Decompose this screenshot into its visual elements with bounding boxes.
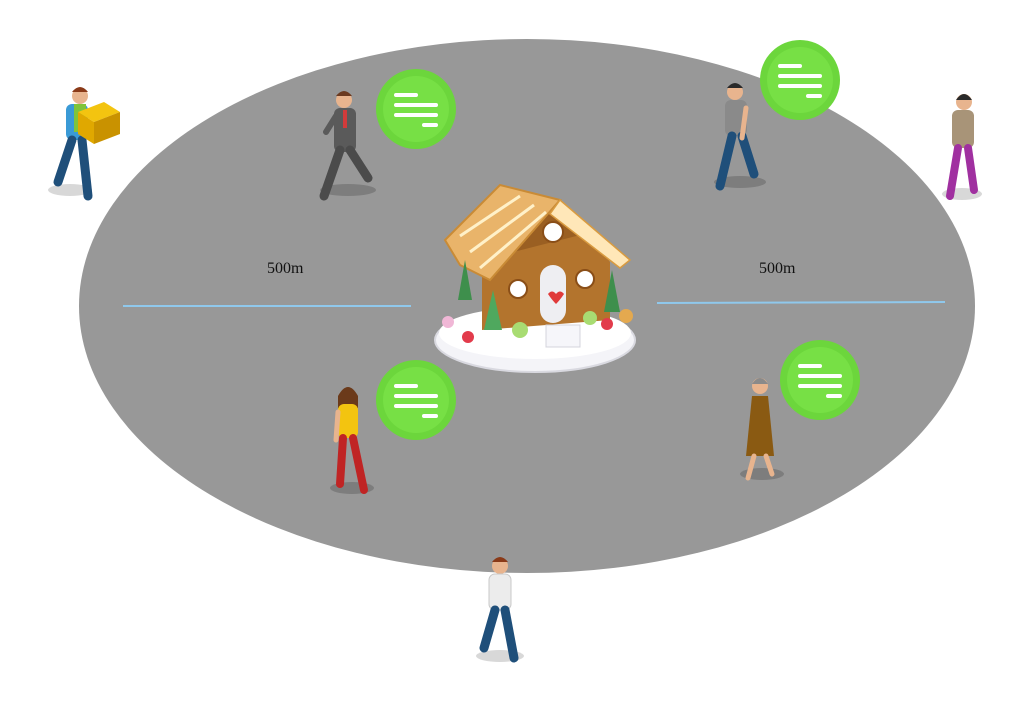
distance-label-right: 500m (759, 260, 796, 277)
message-badge-1 (376, 69, 456, 149)
man-in-white-shirt-icon (476, 557, 524, 663)
radius-line-right (656, 301, 946, 304)
gingerbread-house-icon (434, 183, 636, 373)
woman-in-brown-dress-icon (740, 378, 784, 481)
message-badge-3 (376, 360, 456, 440)
woman-in-yellow-top-icon (330, 387, 374, 494)
distance-label-left: 500m (267, 260, 304, 277)
message-badge-4 (780, 340, 860, 420)
man-in-grey-shirt-icon (714, 83, 766, 191)
message-badge-2 (760, 40, 840, 120)
woman-in-purple-pants-icon (942, 94, 982, 200)
delivery-man-with-box-icon (48, 87, 120, 201)
man-in-suit-icon (319, 91, 376, 201)
